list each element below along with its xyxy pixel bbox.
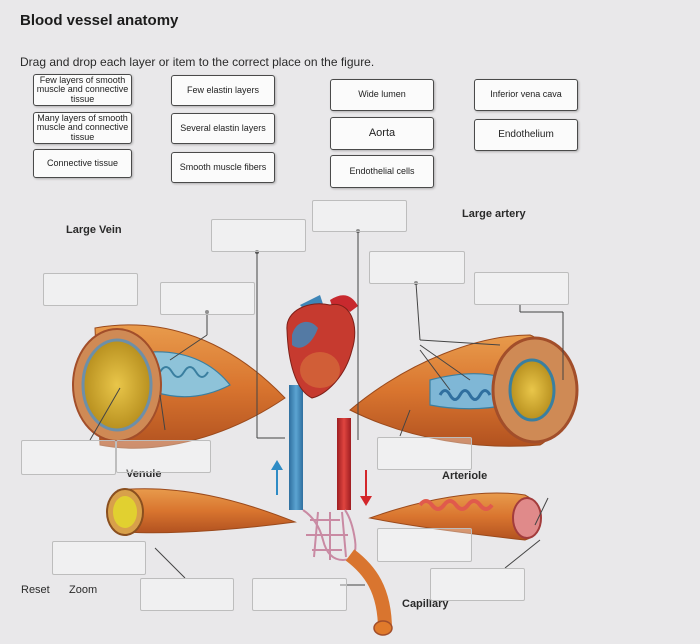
- page-title: Blood vessel anatomy: [20, 12, 179, 29]
- tile-few-layers-smooth-muscle[interactable]: Few layers of smooth muscle and connecti…: [33, 74, 132, 106]
- heart-illustration: [286, 295, 358, 510]
- tile-many-layers-smooth-muscle[interactable]: Many layers of smooth muscle and connect…: [33, 112, 132, 144]
- tile-label: Few elastin layers: [186, 84, 260, 95]
- tile-label: Inferior vena cava: [490, 89, 562, 100]
- tile-label: Many layers of smooth muscle and connect…: [36, 112, 129, 142]
- tile-label: Several elastin layers: [180, 122, 266, 133]
- tile-few-elastin-layers[interactable]: Few elastin layers: [171, 75, 275, 106]
- capillary-opening: [373, 620, 393, 636]
- tile-label: Connective tissue: [46, 157, 119, 168]
- up-arrow-head-icon: [271, 460, 283, 470]
- drop-target-2[interactable]: [211, 219, 306, 252]
- tile-label: Wide lumen: [358, 89, 406, 100]
- drop-target-9[interactable]: [377, 437, 472, 470]
- large-artery-illustration: [349, 334, 579, 447]
- label-large-artery: Large artery: [462, 208, 526, 220]
- tile-several-elastin-layers[interactable]: Several elastin layers: [171, 113, 275, 144]
- tile-connective-tissue[interactable]: Connective tissue: [33, 149, 132, 178]
- reset-button[interactable]: Reset: [21, 584, 50, 596]
- capillary-network: [302, 509, 357, 562]
- instruction-text: Drag and drop each layer or item to the …: [20, 55, 375, 69]
- drop-target-13[interactable]: [140, 578, 234, 611]
- venule-illustration: [106, 488, 297, 536]
- drop-target-7[interactable]: [21, 440, 116, 475]
- tile-label: Endothelial cells: [349, 165, 415, 176]
- large-vein-illustration: [72, 324, 286, 449]
- tile-smooth-muscle-fibers[interactable]: Smooth muscle fibers: [171, 152, 275, 183]
- arteriole-illustration: [368, 492, 542, 541]
- label-large-vein: Large Vein: [66, 224, 122, 236]
- zoom-button[interactable]: Zoom: [69, 584, 98, 596]
- drop-target-4[interactable]: [474, 272, 569, 305]
- drop-target-8[interactable]: [116, 440, 211, 473]
- tile-endothelium[interactable]: Endothelium: [474, 119, 578, 151]
- drop-target-10[interactable]: [377, 528, 472, 562]
- drop-target-11[interactable]: [52, 541, 146, 575]
- label-venule: Venule: [126, 468, 162, 480]
- tile-endothelial-cells[interactable]: Endothelial cells: [330, 155, 434, 188]
- tile-wide-lumen[interactable]: Wide lumen: [330, 79, 434, 111]
- tile-label: Smooth muscle fibers: [179, 161, 267, 172]
- capillary-tube: [345, 549, 392, 631]
- drop-target-5[interactable]: [43, 273, 138, 306]
- tile-label: Aorta: [368, 126, 396, 139]
- drop-target-6[interactable]: [160, 282, 255, 315]
- tile-aorta[interactable]: Aorta: [330, 117, 434, 150]
- drop-target-1[interactable]: [312, 200, 407, 232]
- leader-lines: [89, 231, 564, 586]
- tile-inferior-vena-cava[interactable]: Inferior vena cava: [474, 79, 578, 111]
- label-arteriole: Arteriole: [442, 470, 488, 482]
- drop-target-12[interactable]: [430, 568, 525, 601]
- down-arrow-head-icon: [360, 496, 372, 506]
- drop-target-3[interactable]: [369, 251, 465, 284]
- drop-target-14[interactable]: [252, 578, 347, 611]
- tile-label: Few layers of smooth muscle and connecti…: [36, 74, 129, 104]
- tile-label: Endothelium: [498, 128, 554, 140]
- label-capillary: Capillary: [402, 598, 449, 610]
